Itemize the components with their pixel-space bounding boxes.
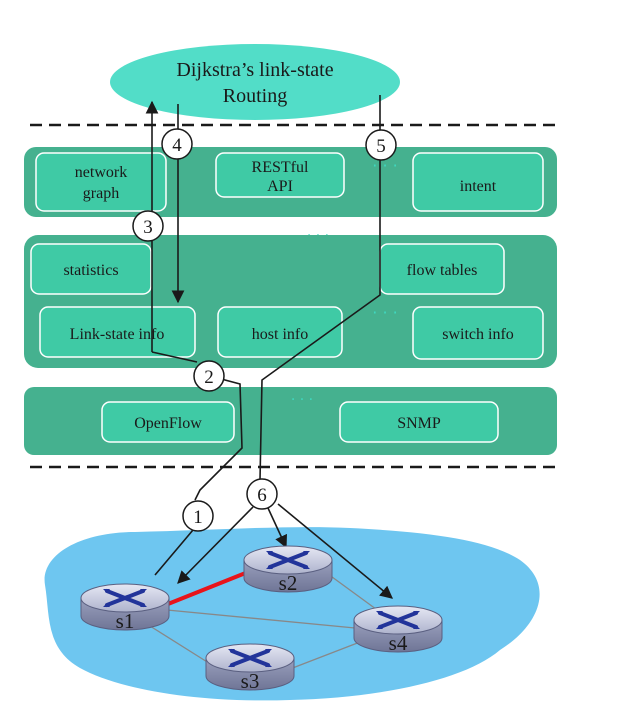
routing-app-line2: Routing bbox=[223, 85, 287, 107]
routing-app-line1: Dijkstra’s link-state bbox=[176, 59, 333, 81]
switch-s2-label: s2 bbox=[279, 571, 298, 595]
switch-info-label: switch info bbox=[442, 326, 514, 343]
step-5-marker: 5 bbox=[365, 129, 397, 161]
restful-api-box bbox=[215, 152, 345, 198]
controller-layer: statistics flow tables Link-state info h… bbox=[24, 235, 557, 368]
link-s2-s4 bbox=[327, 573, 381, 613]
snmp-box bbox=[339, 401, 499, 443]
link-s1-s3 bbox=[149, 625, 213, 666]
step-1-marker: 1 bbox=[182, 500, 214, 532]
step-6-circle bbox=[246, 478, 278, 510]
routing-app-oval bbox=[110, 44, 400, 120]
step-2-circle bbox=[193, 360, 225, 392]
link-state-info-box bbox=[39, 306, 196, 358]
step-3-circle bbox=[132, 210, 164, 242]
switch-s2: s2 bbox=[242, 544, 334, 595]
northbound-layer: network graph RESTful API · · · intent bbox=[24, 147, 557, 217]
path-step-3-join bbox=[151, 351, 198, 363]
path-step-2 bbox=[194, 375, 243, 501]
restful-api-label-1: RESTful bbox=[252, 159, 309, 176]
step-2-marker: 2 bbox=[193, 360, 225, 392]
northbound-ellipsis: · · · bbox=[372, 156, 397, 175]
step-4-circle bbox=[161, 128, 193, 160]
intent-box bbox=[412, 152, 544, 212]
path-step-6-s4 bbox=[277, 503, 393, 599]
switch-links bbox=[149, 570, 381, 670]
openflow-box bbox=[101, 401, 235, 443]
southbound-layer: OpenFlow · · · SNMP bbox=[24, 387, 557, 455]
path-step-1 bbox=[154, 529, 194, 576]
host-info-label: host info bbox=[252, 326, 308, 343]
statistics-box bbox=[30, 243, 152, 295]
step-4-marker: 4 bbox=[161, 128, 193, 160]
statistics-label: statistics bbox=[63, 262, 118, 279]
switch-s3-label: s3 bbox=[241, 669, 260, 693]
switch-s4-label: s4 bbox=[389, 631, 408, 655]
network-cloud bbox=[44, 527, 540, 701]
restful-api-label-2: API bbox=[267, 178, 293, 195]
step-4-label: 4 bbox=[172, 135, 182, 156]
step-5-label: 5 bbox=[376, 136, 386, 157]
link-s1-s4 bbox=[166, 609, 356, 629]
switch-s1-label: s1 bbox=[116, 609, 135, 633]
switch-s1: s1 bbox=[79, 582, 171, 633]
path-step-6-s1 bbox=[177, 506, 254, 584]
network-graph-label-1: network bbox=[75, 164, 127, 181]
flow-tables-label: flow tables bbox=[407, 262, 478, 279]
step-6-label: 6 bbox=[257, 485, 267, 506]
network-graph-box bbox=[35, 152, 167, 212]
southbound-ellipsis: · · · bbox=[291, 392, 313, 408]
switch-s4: s4 bbox=[352, 604, 444, 655]
routing-app: Dijkstra’s link-state Routing bbox=[110, 44, 400, 120]
link-state-info-label: Link-state info bbox=[70, 326, 165, 343]
path-step-5 bbox=[259, 95, 381, 481]
link-s3-s4 bbox=[289, 641, 361, 670]
switch-s3: s3 bbox=[204, 642, 296, 693]
step-6-marker: 6 bbox=[246, 478, 278, 510]
step-3-label: 3 bbox=[143, 217, 153, 238]
link-s1-s2-highlight bbox=[167, 570, 249, 606]
network-graph-label-2: graph bbox=[83, 185, 119, 202]
controller-ellipsis: · · · bbox=[372, 303, 397, 322]
intent-label: intent bbox=[460, 178, 497, 195]
step-2-label: 2 bbox=[204, 367, 214, 388]
path-step-6-s2 bbox=[267, 507, 287, 549]
step-5-circle bbox=[365, 129, 397, 161]
snmp-label: SNMP bbox=[397, 415, 441, 432]
step-1-circle bbox=[182, 500, 214, 532]
openflow-label: OpenFlow bbox=[134, 415, 202, 432]
switch-info-box bbox=[412, 306, 544, 360]
step-1-label: 1 bbox=[193, 507, 203, 528]
step-3-marker: 3 bbox=[132, 210, 164, 242]
